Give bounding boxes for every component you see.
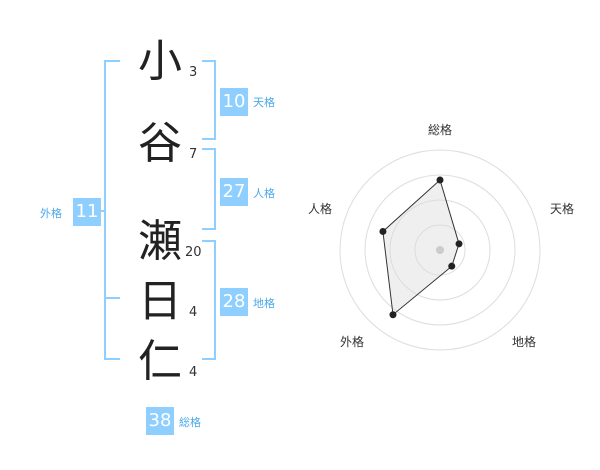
gaikaku-connector xyxy=(100,210,106,212)
radar-axis-label-2: 地格 xyxy=(512,334,536,349)
gaikaku-label: 外格 xyxy=(40,207,62,220)
radar-point-0 xyxy=(436,176,444,184)
name-char-3: 瀬 xyxy=(138,216,182,267)
radar-axis-label-4: 人格 xyxy=(308,201,332,216)
chikaku-value: 28 xyxy=(220,288,248,316)
jinkaku-label: 人格 xyxy=(253,187,275,200)
chikaku-label: 地格 xyxy=(253,297,275,310)
stroke-count-5: 4 xyxy=(189,365,198,380)
gaikaku-value: 11 xyxy=(73,198,101,226)
radar-center-dot xyxy=(436,246,444,254)
radar-point-1 xyxy=(455,240,463,248)
radar-chart: 総格 天格 地格 外格 人格 xyxy=(308,122,574,351)
radar-point-3 xyxy=(389,311,397,319)
radar-ring xyxy=(364,174,516,326)
radar-axis-label-0: 総格 xyxy=(428,122,452,137)
outer-bracket xyxy=(104,60,120,360)
radar-ring xyxy=(389,199,491,301)
jinkaku-value: 27 xyxy=(220,178,248,206)
jinkaku-bracket xyxy=(202,148,216,230)
radar-ring xyxy=(414,224,466,276)
name-char-1: 小 xyxy=(138,36,182,87)
radar-point-4 xyxy=(379,227,387,235)
soukaku-label: 総格 xyxy=(179,416,201,429)
tenkaku-bracket xyxy=(202,60,216,140)
name-char-2: 谷 xyxy=(138,118,182,169)
name-char-5: 仁 xyxy=(138,336,182,387)
stroke-count-3: 20 xyxy=(185,245,202,260)
radar-ring xyxy=(339,149,541,351)
radar-point-2 xyxy=(448,262,456,270)
stroke-count-1: 3 xyxy=(189,65,198,80)
radar-polygon xyxy=(382,179,460,316)
radar-axis-label-3: 外格 xyxy=(340,334,364,349)
tenkaku-value: 10 xyxy=(220,88,248,116)
soukaku-value: 38 xyxy=(146,407,174,435)
name-char-4: 日 xyxy=(138,276,182,327)
stroke-count-2: 7 xyxy=(189,147,198,162)
radar-axis-label-1: 天格 xyxy=(550,201,574,216)
stroke-count-4: 4 xyxy=(189,305,198,320)
tenkaku-label: 天格 xyxy=(253,96,275,109)
outer-bracket-divider xyxy=(104,297,120,299)
chikaku-bracket xyxy=(202,240,216,360)
